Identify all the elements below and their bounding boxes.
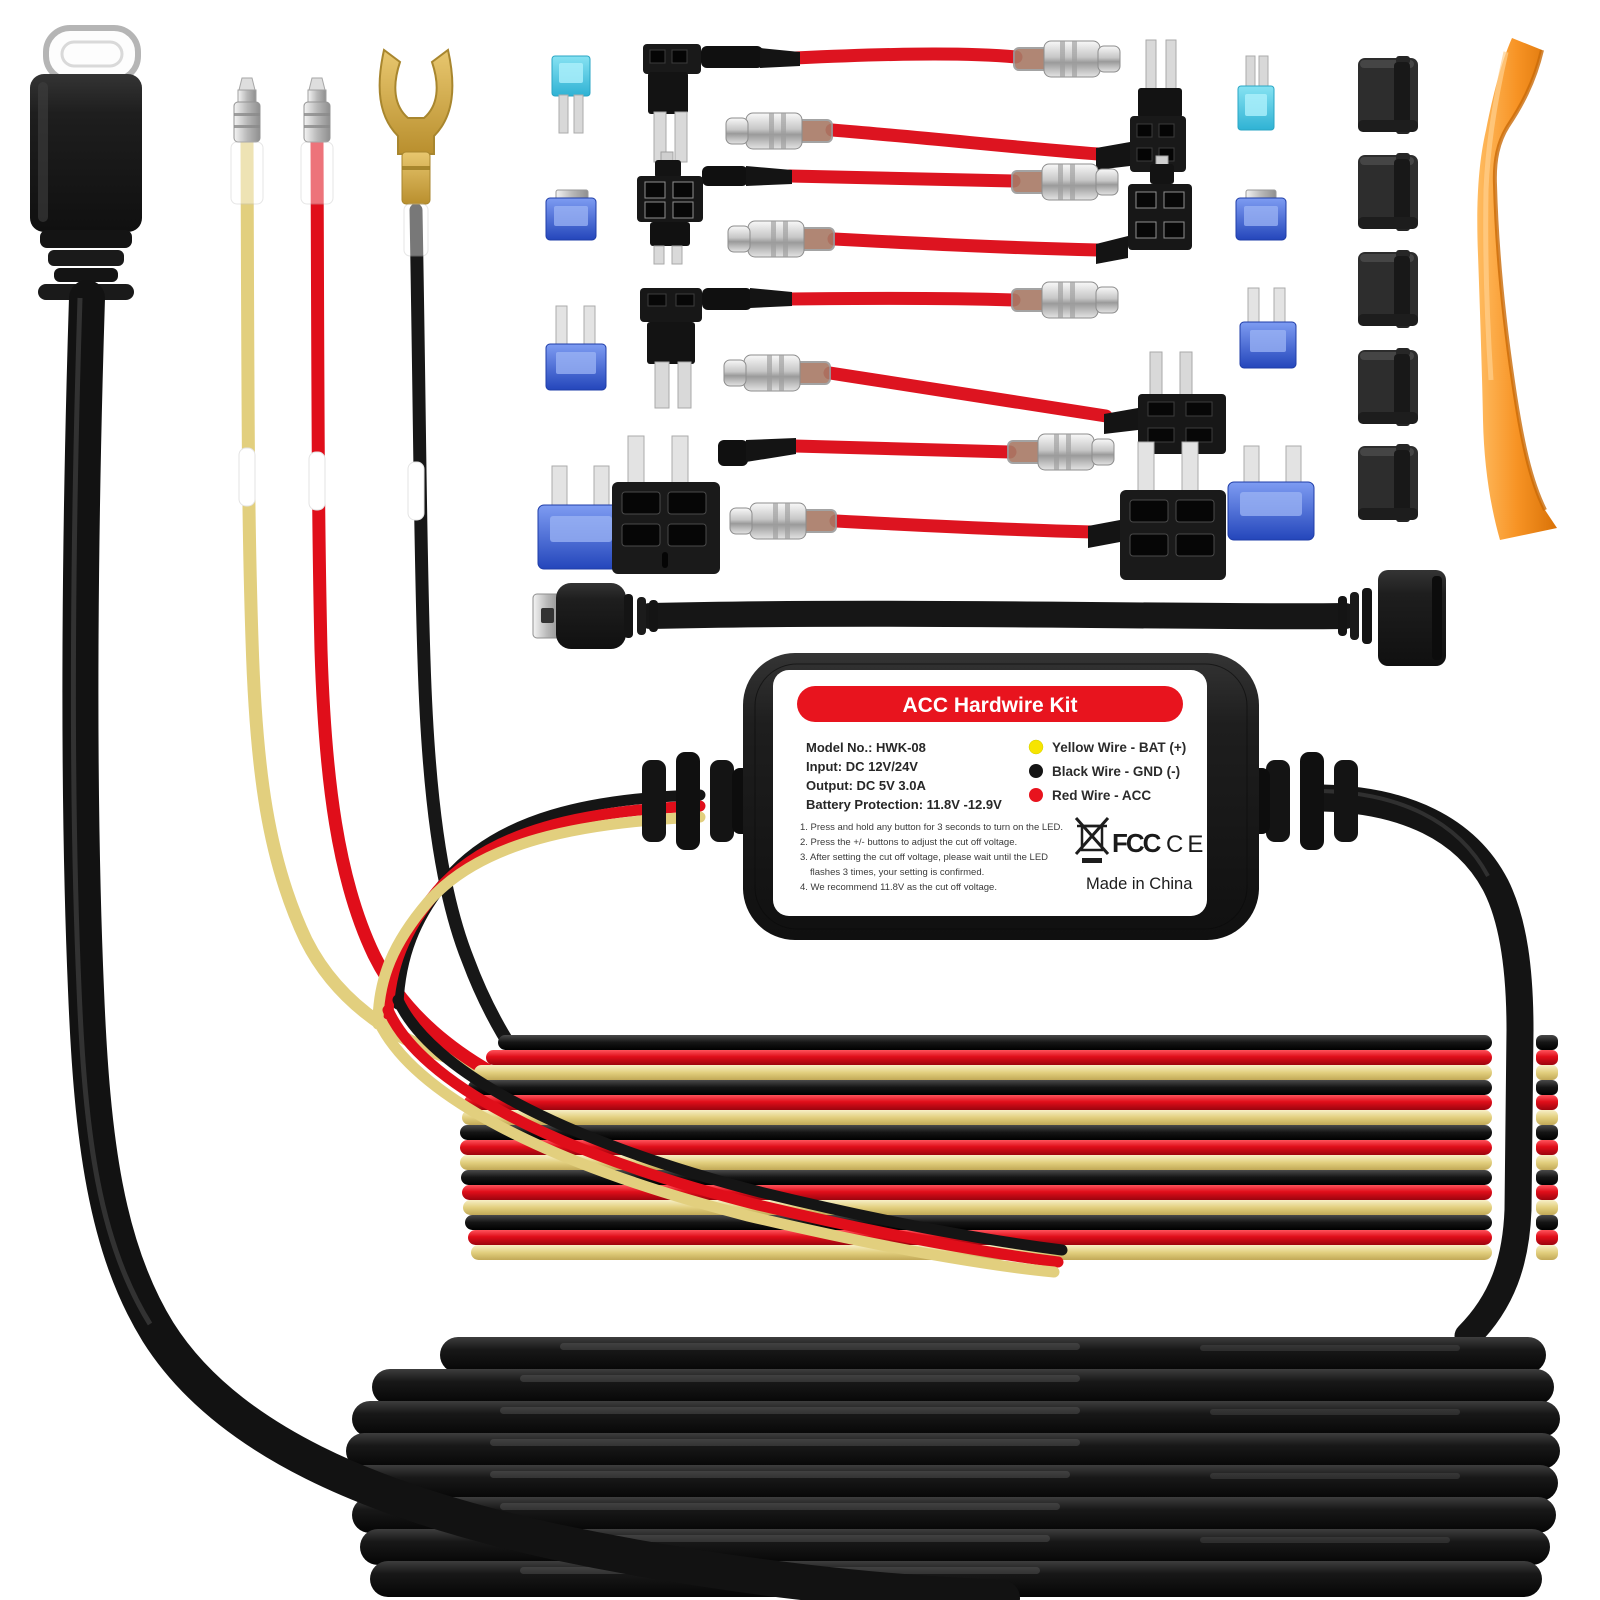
fuse-mini-left <box>545 305 607 391</box>
flat-wire-diagonal-lead <box>372 994 1068 1278</box>
fuse-micro2-left <box>551 55 591 134</box>
instruction-1: 1. Press and hold any button for 3 secon… <box>800 822 1063 833</box>
yellow-dot-icon <box>1028 739 1044 755</box>
label-title: ACC Hardwire Kit <box>902 694 1077 717</box>
acc-pin-terminal <box>300 77 334 205</box>
hardwire-converter-box: ACC Hardwire Kit Model No.: HWK-08 Input… <box>642 653 1358 940</box>
ce-mark: CE <box>1166 831 1207 858</box>
black-dot-icon <box>1029 764 1043 778</box>
yellow-wire-white-band <box>238 447 256 507</box>
wire-clip-2 <box>1358 153 1418 231</box>
instruction-3: 3. After setting the cut off voltage, pl… <box>800 852 1048 863</box>
box-output-flat-wire <box>372 789 706 1030</box>
fuse-lp-mini-left <box>545 189 597 241</box>
pry-tool <box>1477 38 1557 540</box>
made-in-china: Made in China <box>1086 875 1193 893</box>
label-wire-legend: Yellow Wire - BAT (+) Black Wire - GND (… <box>1028 739 1186 803</box>
strain-relief-right <box>1246 752 1358 850</box>
wire-clip-4 <box>1358 348 1418 426</box>
spec-model: Model No.: HWK-08 <box>806 740 926 755</box>
bat-pin-terminal <box>230 77 264 205</box>
fuse-micro2-right <box>1237 55 1275 131</box>
legend-yellow: Yellow Wire - BAT (+) <box>1052 740 1186 755</box>
label-specs: Model No.: HWK-08 Input: DC 12V/24V Outp… <box>806 740 1002 812</box>
label-title-pill <box>797 686 1183 722</box>
weee-bin-icon <box>1074 817 1110 863</box>
fcc-mark: FCC <box>1112 828 1162 858</box>
mini-usb-female-end <box>1338 570 1446 666</box>
box-label <box>773 670 1207 916</box>
mini-usb-plug <box>532 583 658 649</box>
fuse-mini-right <box>1239 287 1297 369</box>
fuse-tap-mini-cable-a <box>640 281 1119 409</box>
instruction-3b: flashes 3 times, your setting is confirm… <box>810 867 984 878</box>
mini-usb-adapter-cable <box>532 570 1446 666</box>
label-instructions: 1. Press and hold any button for 3 secon… <box>800 822 1063 893</box>
wire-clip-3 <box>1358 250 1418 328</box>
spec-input: Input: DC 12V/24V <box>806 759 918 774</box>
fuse-tap-ato-cable-a <box>612 433 1115 574</box>
black-wire-white-band <box>407 461 425 521</box>
instruction-4: 4. We recommend 11.8V as the cut off vol… <box>800 882 997 893</box>
red-dot-icon <box>1029 788 1043 802</box>
spec-battery-protection: Battery Protection: 11.8V -12.9V <box>806 797 1002 812</box>
fuse-tap-micro2-cable-b <box>725 39 1186 172</box>
wire-clip-1 <box>1358 56 1418 134</box>
usb-c-cable <box>62 280 1020 1600</box>
acc-red-wire <box>308 133 529 1095</box>
bat-yellow-wire <box>238 133 485 1073</box>
fuse-tap-micro2-cable-a <box>643 40 1121 163</box>
strain-relief-left <box>642 752 756 850</box>
fuse-tap-lp-mini-cable-b <box>727 155 1192 264</box>
wire-clip-5 <box>1358 444 1418 522</box>
instruction-2: 2. Press the +/- buttons to adjust the c… <box>800 837 1017 848</box>
fuse-tap-ato-cable-b <box>729 441 1226 580</box>
black-cable-coil <box>346 1337 1560 1597</box>
fuse-tap-mini-cable-b <box>723 351 1226 454</box>
fuse-ato-right <box>1227 445 1315 541</box>
flat-wire-coil-right-ends <box>1536 1035 1558 1260</box>
fuse-lp-mini-right <box>1235 189 1287 241</box>
fuse-tap-lp-mini-cable-a <box>637 151 1119 265</box>
usb-c-plug <box>30 25 142 300</box>
wire-clips <box>1358 56 1418 522</box>
legend-red: Red Wire - ACC <box>1052 788 1151 803</box>
gnd-black-wire <box>407 203 573 1125</box>
spec-output: Output: DC 5V 3.0A <box>806 778 927 793</box>
legend-black: Black Wire - GND (-) <box>1052 764 1180 779</box>
gnd-fork-terminal <box>378 48 454 257</box>
red-wire-white-band <box>308 451 326 511</box>
fuse-ato-left <box>537 465 625 570</box>
